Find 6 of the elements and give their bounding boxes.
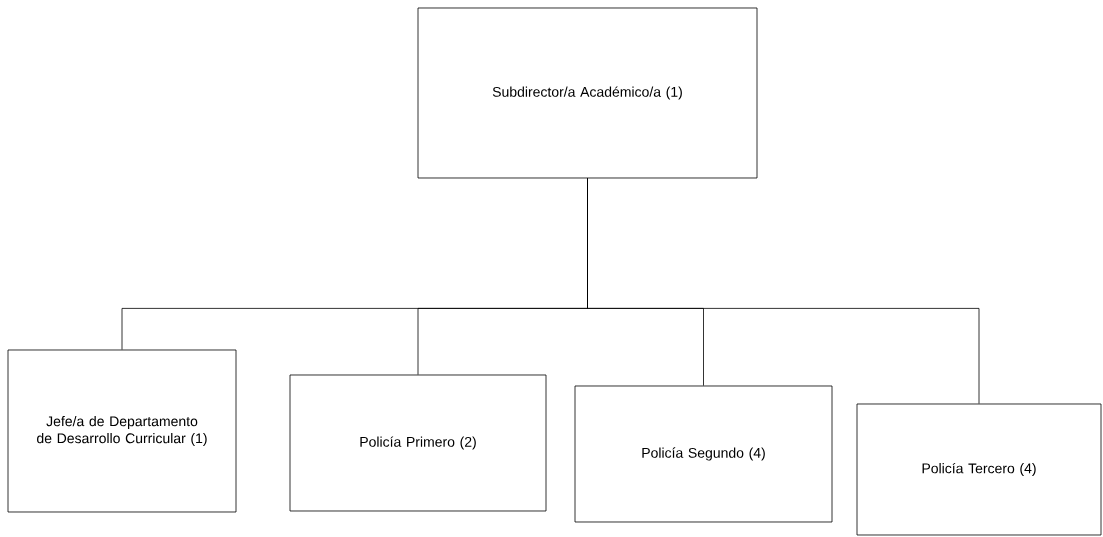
position-box: Subdirector/a Académico/a (1)	[417, 7, 758, 179]
position-box: Policía Primero (2)	[289, 374, 547, 512]
position-box: Policía Tercero (4)	[856, 403, 1102, 536]
connector-line	[587, 178, 980, 404]
position-box: Policía Segundo (4)	[574, 385, 833, 523]
position-box: Jefe/a de Departamento de Desarrollo Curricular (1)	[7, 349, 237, 513]
